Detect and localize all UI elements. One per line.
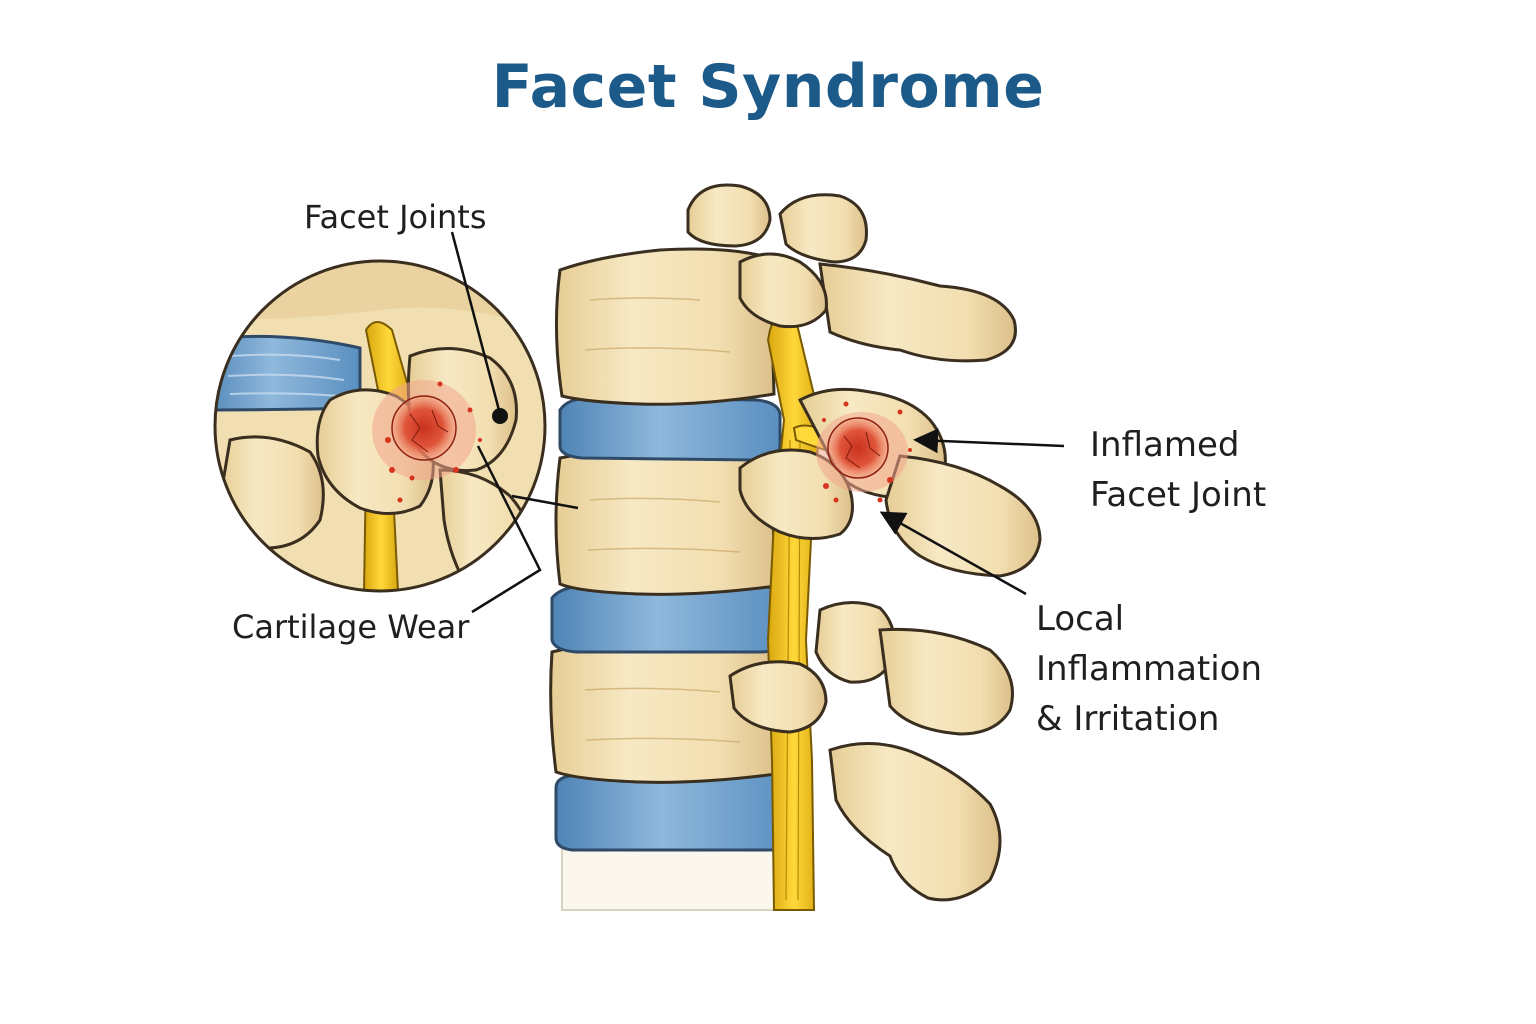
label-facet-joints-text: Facet Joints (304, 192, 486, 242)
label-local-line-2: Inflammation (1036, 644, 1262, 694)
label-cartilage-wear: Cartilage Wear (232, 602, 469, 652)
intervertebral-disc-4 (556, 774, 790, 850)
label-facet-joints: Facet Joints (304, 192, 486, 242)
magnified-view (200, 261, 545, 591)
label-local-inflammation: Local Inflammation & Irritation (1036, 594, 1262, 744)
lower-vertebra-faded (562, 842, 790, 910)
label-local-line-3: & Irritation (1036, 694, 1262, 744)
label-cartilage-wear-text: Cartilage Wear (232, 602, 469, 652)
label-inflamed-line-2: Facet Joint (1090, 470, 1266, 520)
intervertebral-disc-3 (552, 586, 784, 652)
label-local-line-1: Local (1036, 594, 1262, 644)
label-inflamed-facet-joint: Inflamed Facet Joint (1090, 420, 1266, 520)
diagram-title: Facet Syndrome (0, 52, 1536, 122)
label-inflamed-line-1: Inflamed (1090, 420, 1266, 470)
spinal-column (551, 185, 1040, 910)
facet-joints-pointer-dot (492, 408, 508, 424)
intervertebral-disc-2 (560, 398, 780, 460)
